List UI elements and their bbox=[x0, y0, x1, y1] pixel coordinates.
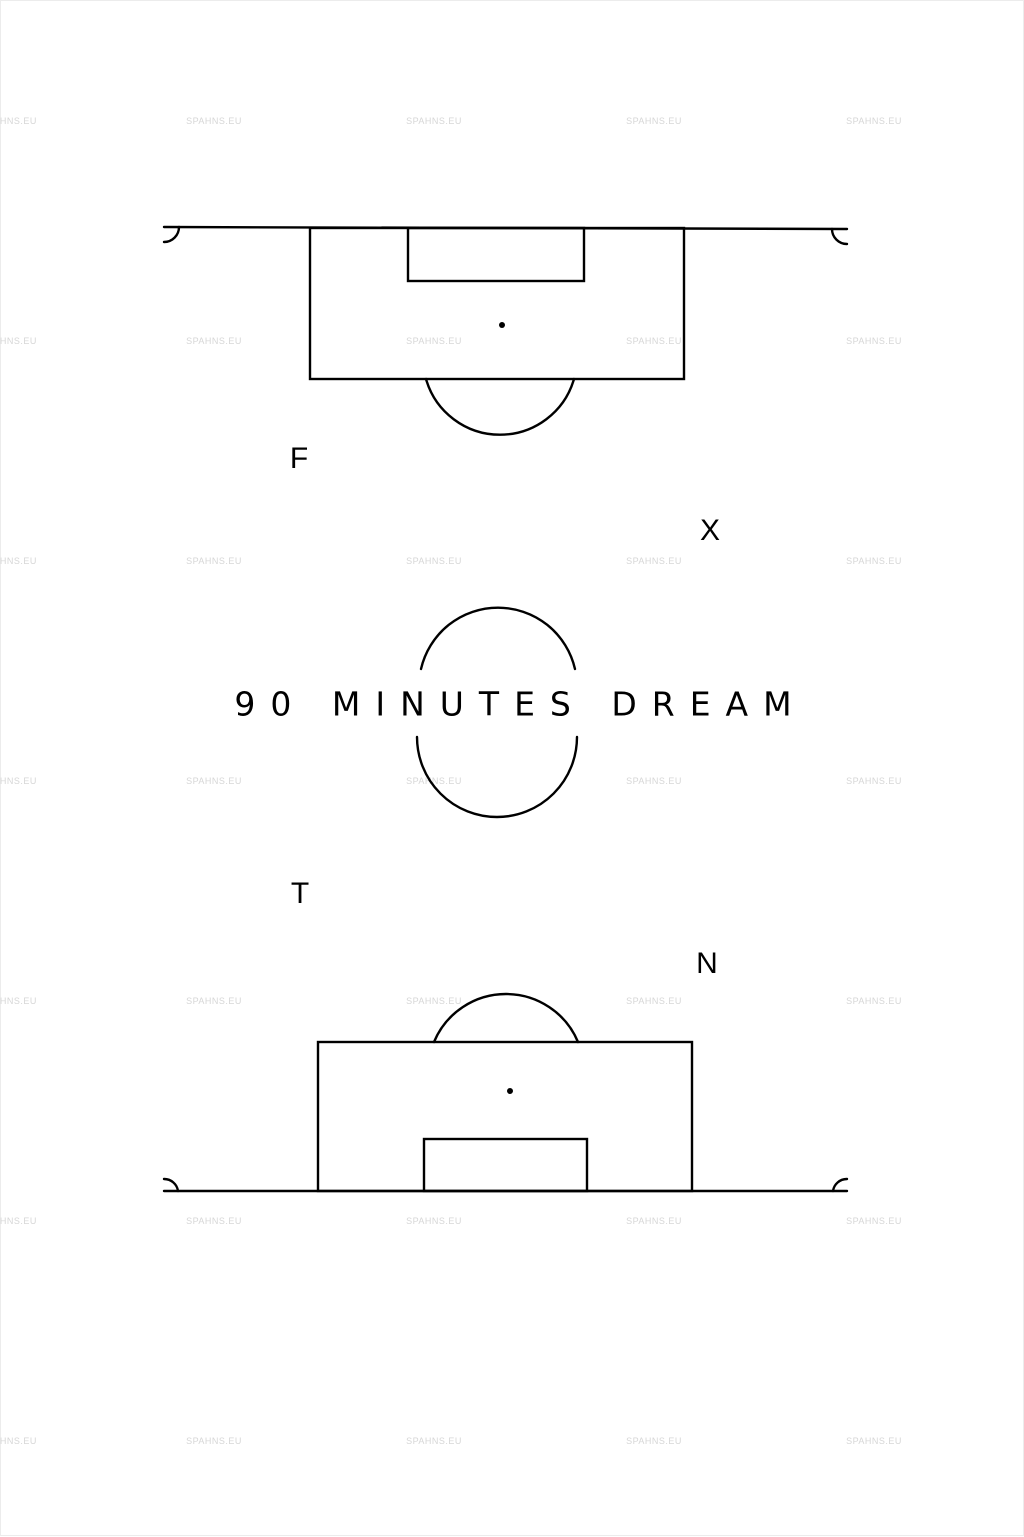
top-penalty-arc bbox=[424, 377, 576, 436]
top-penalty-spot bbox=[499, 322, 505, 328]
top-left-corner-arc bbox=[162, 225, 181, 244]
bottom-left-corner-arc bbox=[162, 1177, 180, 1193]
top-right-corner-arc bbox=[830, 227, 849, 246]
top-goal-box bbox=[406, 226, 586, 283]
poster-title: 90 MINUTES DREAM bbox=[234, 684, 807, 724]
center-circle-lower-arc bbox=[415, 735, 579, 819]
bottom-goal-box bbox=[422, 1137, 589, 1193]
player-letter-n: N bbox=[696, 947, 718, 980]
top-penalty-box bbox=[308, 226, 686, 381]
bottom-right-corner-arc bbox=[831, 1177, 849, 1193]
player-letter-t: T bbox=[290, 877, 310, 910]
center-circle-upper-arc bbox=[419, 606, 577, 671]
bottom-penalty-box bbox=[316, 1040, 694, 1193]
player-letter-f: F bbox=[289, 442, 309, 475]
bottom-penalty-spot bbox=[507, 1088, 513, 1094]
player-letter-x: X bbox=[699, 514, 721, 547]
bottom-penalty-arc bbox=[432, 992, 580, 1044]
